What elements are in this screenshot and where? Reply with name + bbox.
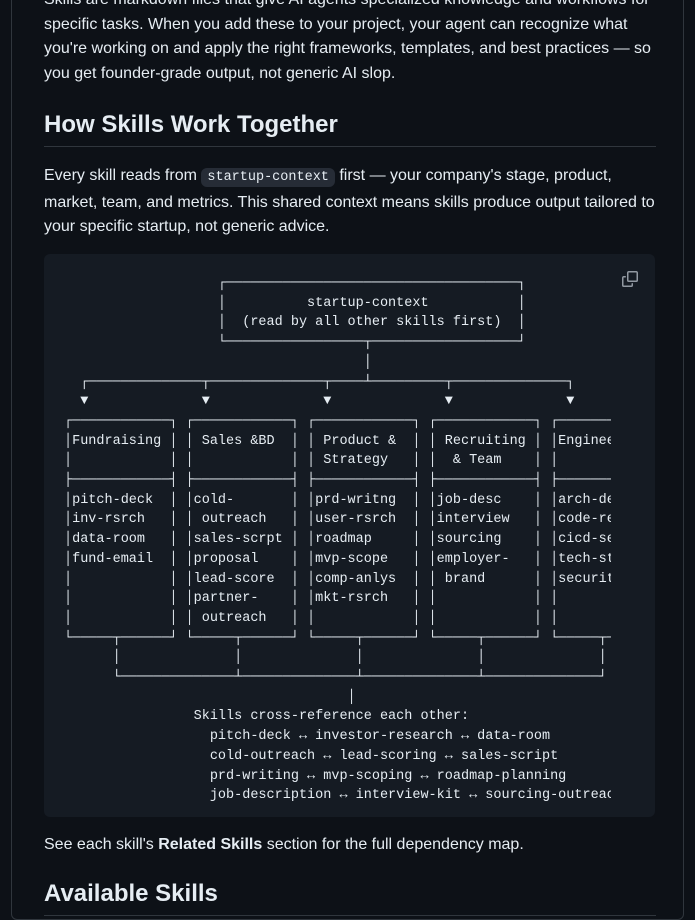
- copy-icon: [622, 271, 638, 287]
- shared-context-paragraph: Every skill reads from startup-context f…: [44, 164, 656, 240]
- diagram-code-block: ┌────────────────────────────────────┐ │…: [44, 254, 655, 817]
- related-skills-bold: Related Skills: [158, 836, 263, 853]
- skills-diagram: ┌────────────────────────────────────┐ │…: [64, 276, 611, 804]
- dependency-map-paragraph: See each skill's Related Skills section …: [44, 833, 656, 858]
- section-heading-available-skills: Available Skills: [44, 880, 656, 916]
- paragraph-text: first — your company's stage, product, m…: [44, 167, 655, 235]
- paragraph-text: section for the full dependency map.: [262, 836, 524, 853]
- inline-code-startup-context: startup-context: [201, 168, 335, 187]
- paragraph-text: See each skill's: [44, 836, 159, 853]
- copy-button[interactable]: [617, 266, 643, 292]
- section-heading-how-skills-work: How Skills Work Together: [44, 111, 656, 147]
- intro-paragraph: Skills are markdown files that give AI a…: [44, 0, 651, 82]
- paragraph-text: Every skill reads from: [44, 167, 202, 184]
